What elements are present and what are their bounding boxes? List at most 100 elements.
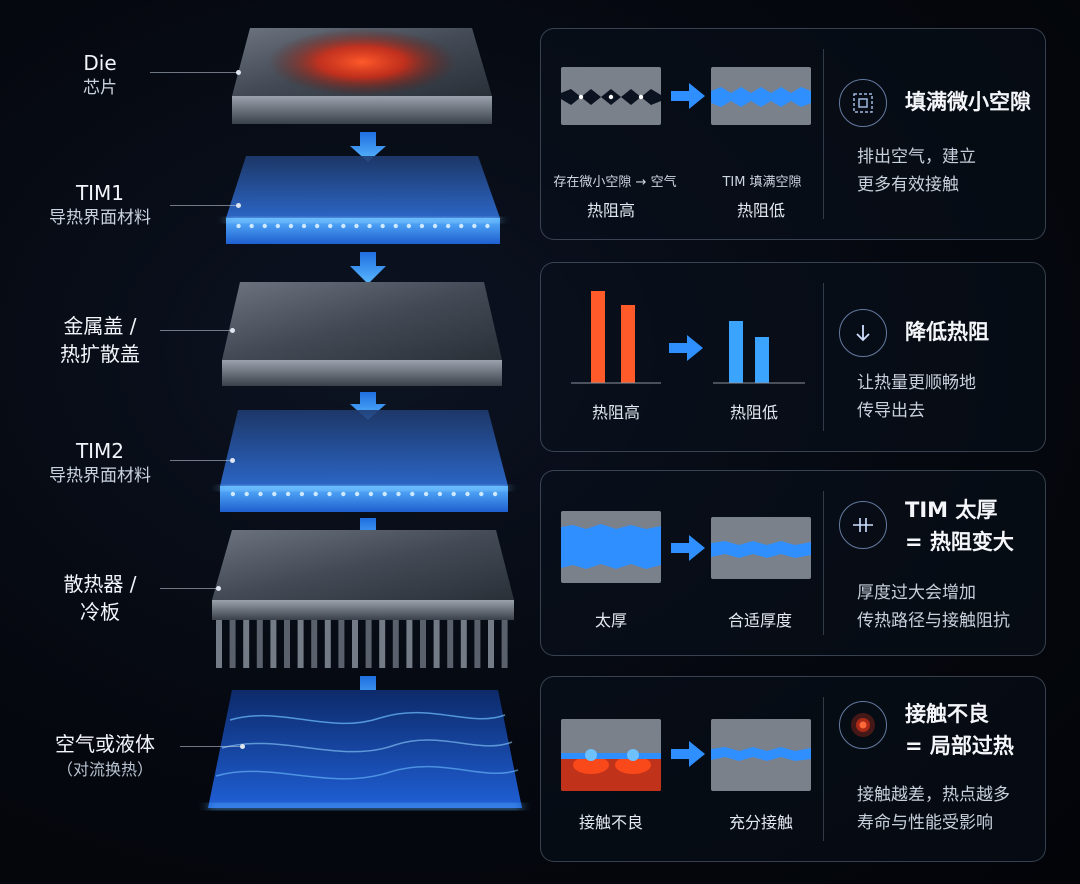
- good-contact-thumb: [711, 719, 811, 791]
- panel3-left-caption: 太厚: [594, 611, 627, 630]
- label-tim1: TIM1 导热界面材料: [30, 180, 170, 230]
- tim-particle: [451, 491, 456, 497]
- bar-high-2: [621, 305, 635, 383]
- poor-contact-thumb: [561, 719, 661, 791]
- gap-air-thumb: [561, 67, 661, 125]
- tim-particle: [459, 223, 464, 229]
- heatsink-fin: [420, 620, 426, 668]
- label-heatsink-line1: 散热器 /: [63, 572, 137, 596]
- heatsink-fin: [243, 620, 250, 668]
- tim-particle: [313, 491, 318, 497]
- label-die-zh: 芯片: [83, 78, 117, 98]
- label-fluid: 空气或液体 （对流换热）: [30, 730, 180, 782]
- heatsink-fin: [460, 620, 467, 668]
- panel4-divider: [823, 697, 824, 841]
- heatsink-fin: [270, 620, 277, 668]
- heatsink-fin: [474, 620, 481, 668]
- thickness-icon: [839, 501, 887, 549]
- tim-particle: [485, 223, 490, 229]
- panel2-left-caption: 热阻高: [591, 403, 640, 422]
- flow-arrow-3: [350, 392, 386, 420]
- panel2-title: 降低热阻: [905, 320, 989, 344]
- panel1-title: 填满微小空隙: [905, 90, 1031, 114]
- heatsink-fin: [501, 620, 508, 668]
- tim-particle: [262, 223, 267, 229]
- panel4-left-caption: 接触不良: [578, 813, 643, 832]
- panel1-divider: [823, 49, 824, 219]
- bar-low-2: [755, 337, 769, 383]
- heatsink-layer: [212, 530, 514, 668]
- heatsink-fin: [256, 620, 263, 668]
- panel3-title-line1: TIM 太厚: [905, 498, 998, 522]
- tim-particle: [327, 491, 332, 497]
- tim-filled-thumb: [711, 67, 811, 125]
- lid-layer: [222, 282, 502, 386]
- tim-proper-thumb: [711, 517, 811, 579]
- tim-particle: [445, 223, 451, 229]
- panel1-arrow-icon: [671, 83, 705, 109]
- tim-particle: [368, 491, 374, 497]
- tim-particle: [410, 491, 415, 497]
- panel-lower-resistance: 热阻高 热阻低 降低热阻 让热量更顺畅地 传导出去: [540, 262, 1046, 452]
- tim-particle: [465, 491, 470, 497]
- tim-particle: [354, 491, 360, 497]
- tim-particle: [432, 223, 438, 229]
- heatsink-fin: [406, 620, 413, 668]
- leader-tim1: [170, 203, 241, 208]
- panel2-desc-line2: 传导出去: [857, 401, 925, 421]
- label-fluid-line1: 空气或液体: [55, 732, 155, 756]
- flow-arrow-2: [350, 252, 386, 284]
- heatsink-fin: [338, 620, 345, 668]
- tim-particle: [328, 223, 333, 229]
- label-die-en: Die: [83, 51, 117, 75]
- panel3-divider: [823, 491, 824, 635]
- leader-tim2: [170, 458, 235, 463]
- tim-particle: [406, 223, 412, 229]
- flow-arrow-1: [350, 132, 386, 162]
- panel2-right-caption: 热阻低: [729, 403, 778, 422]
- panel1-left-caption-top: 存在微小空隙 → 空气: [553, 175, 677, 190]
- die-layer: [232, 28, 492, 124]
- panel4-arrow-icon: [671, 741, 705, 767]
- label-tim1-zh: 导热界面材料: [49, 208, 151, 228]
- tim-particle: [393, 223, 398, 229]
- tim-particle: [423, 491, 429, 497]
- panel3-right-caption: 合适厚度: [727, 611, 792, 630]
- tim-particle: [419, 223, 425, 229]
- tim-particle: [299, 491, 305, 497]
- panel3-arrow-icon: [671, 535, 705, 561]
- heatsink-fin: [229, 620, 236, 668]
- tim-particle: [285, 491, 291, 497]
- bar-high-1: [591, 291, 605, 383]
- panel1-desc-line2: 更多有效接触: [857, 175, 959, 195]
- panel2-desc-line1: 让热量更顺畅地: [857, 373, 976, 393]
- tim-particle: [472, 223, 477, 229]
- heatsink-fin: [392, 620, 399, 668]
- tim-particle: [367, 223, 372, 229]
- panel1-right-caption: 热阻低: [736, 201, 785, 220]
- dotted-square-icon: [839, 79, 887, 127]
- tim-particle: [382, 491, 387, 497]
- tim2-layer: [220, 410, 508, 512]
- tim1-particles: [236, 223, 490, 229]
- panel4-desc-line2: 寿命与性能受影响: [857, 813, 993, 833]
- label-tim2: TIM2 导热界面材料: [30, 438, 170, 488]
- tim-particle: [301, 223, 307, 229]
- tim-particle: [249, 223, 254, 229]
- resistance-bars-high: [571, 291, 661, 384]
- tim-particle: [314, 223, 320, 229]
- label-lid-line1: 金属盖 /: [63, 314, 137, 338]
- panel-fill-gaps: 存在微小空隙 → 空气 热阻高 TIM 填满空隙 热阻低 填满微小空隙 排出空气…: [540, 28, 1046, 240]
- heatsink-fin: [216, 620, 222, 668]
- label-lid-line2: 热扩散盖: [60, 342, 140, 366]
- fluid-layer: [208, 690, 522, 809]
- tim-particle: [341, 491, 346, 497]
- label-tim2-en: TIM2: [75, 439, 125, 463]
- tim-particle: [341, 223, 346, 229]
- tim-particle: [380, 223, 385, 229]
- panel-poor-contact: 接触不良 充分接触 接触不良 = 局部过热 接触越差，热点越多 寿命与性能受影响: [540, 676, 1046, 862]
- tim-too-thick-thumb: [561, 511, 661, 583]
- panel3-desc-line2: 传热路径与接触阻抗: [857, 611, 1010, 631]
- hotspot-icon: [839, 701, 887, 749]
- tim-particle: [272, 491, 277, 497]
